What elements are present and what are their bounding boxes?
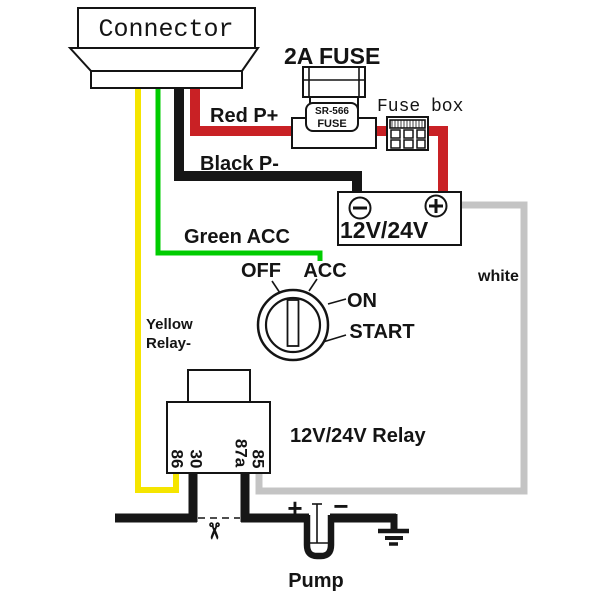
position-label-acc: ACC xyxy=(303,260,346,282)
fuse-box-label: Fuse box xyxy=(377,97,463,117)
battery: 12V/24V xyxy=(337,191,462,246)
relay-pin-label-30: 30 xyxy=(187,450,206,469)
black-wire xyxy=(174,88,362,193)
connector-base-box xyxy=(90,70,243,89)
fuse-label-plate xyxy=(305,102,359,132)
ignition-key-slot xyxy=(286,299,300,347)
black-wire-label: Black P- xyxy=(200,153,279,175)
connector: Connector xyxy=(67,7,260,89)
green-wire xyxy=(155,88,323,261)
fuse-plate-line1: SR-566 xyxy=(315,106,349,117)
pump-plus-label: + xyxy=(287,493,302,523)
fuse-box-cells xyxy=(390,129,426,149)
green-wire-label: Green ACC xyxy=(184,226,290,248)
bottom-circuit xyxy=(115,472,396,523)
connector-top-box xyxy=(77,7,256,49)
relay-label: 12V/24V Relay xyxy=(290,425,427,447)
position-label-off: OFF xyxy=(241,260,281,282)
tick-off xyxy=(271,280,281,294)
relay-main-box xyxy=(166,401,271,474)
yellow-wire xyxy=(135,88,179,493)
yellow-wire-label-line2: Relay- xyxy=(146,335,191,352)
connector-label: Connector xyxy=(98,15,233,44)
pump-label: Pump xyxy=(288,570,344,592)
pump-minus-label: − xyxy=(333,491,348,521)
battery-voltage-label: 12V/24V xyxy=(340,217,429,243)
white-wire-label: white xyxy=(477,268,519,285)
relay-top-box xyxy=(187,369,251,403)
relay-pin-label-85: 85 xyxy=(249,450,268,469)
fuse-plate-line2: FUSE xyxy=(317,118,346,130)
pump-cup xyxy=(303,515,335,560)
relay: 86 30 87a 85 xyxy=(166,369,271,474)
tick-start xyxy=(322,334,347,343)
ignition-switch: OFF ACC ON START xyxy=(241,260,415,362)
relay-pin-label-86: 86 xyxy=(168,450,187,469)
scissors-icon: ✂ xyxy=(202,522,227,540)
position-label-start: START xyxy=(349,321,414,343)
white-wire xyxy=(255,201,528,495)
ignition-position-ticks xyxy=(271,278,347,343)
position-label-on: ON xyxy=(347,290,377,312)
tick-acc xyxy=(308,278,318,292)
pump-icon: + − xyxy=(287,491,349,560)
fuse-box-hatch-lines xyxy=(391,120,423,128)
fuse-holder: SR-566 FUSE xyxy=(291,66,377,149)
fuse-heading: 2A FUSE xyxy=(284,43,380,69)
connector-trapezoid xyxy=(67,47,260,72)
ground-icon xyxy=(378,514,409,546)
red-wire-label: Red P+ xyxy=(210,105,278,127)
tick-on xyxy=(327,298,347,305)
fuse-box-icon xyxy=(386,116,429,151)
relay-pin-label-87a: 87a xyxy=(232,439,251,468)
battery-plus-icon xyxy=(424,194,448,218)
battery-minus-icon xyxy=(348,196,372,220)
fuse-cap xyxy=(302,66,366,98)
yellow-wire-label-line1: Yellow xyxy=(146,316,193,333)
fuse-box-hatch-strip xyxy=(389,119,426,129)
